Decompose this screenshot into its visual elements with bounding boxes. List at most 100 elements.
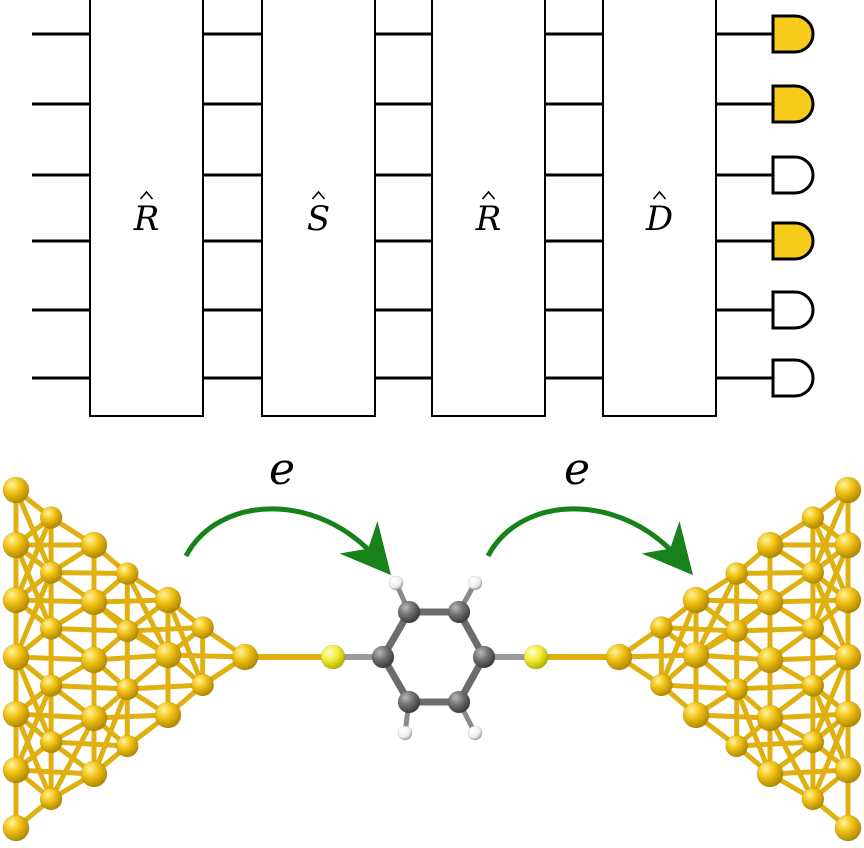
gold-atom bbox=[80, 704, 108, 732]
gold-atom bbox=[39, 787, 63, 811]
gold-atom bbox=[39, 674, 63, 697]
gold-atom bbox=[154, 641, 182, 669]
gold-bond bbox=[13, 515, 54, 603]
gold-atom bbox=[191, 673, 214, 697]
gold-atom bbox=[80, 646, 108, 674]
gold-bond bbox=[734, 570, 816, 576]
gold-atom bbox=[834, 586, 862, 614]
gold-atom bbox=[154, 586, 182, 614]
gold-bond bbox=[124, 625, 206, 634]
gold-atom bbox=[834, 643, 862, 671]
gate-r-3: R bbox=[431, 0, 546, 417]
gold-bond bbox=[124, 682, 206, 692]
gold-bond bbox=[48, 739, 130, 749]
gold-atom bbox=[39, 506, 63, 529]
gold-atom bbox=[725, 734, 749, 758]
gold-atom bbox=[2, 756, 30, 784]
gold-atom bbox=[80, 531, 108, 559]
carbon-atom bbox=[371, 645, 395, 669]
gold-atom bbox=[80, 588, 108, 616]
gold-atom bbox=[2, 531, 30, 559]
atoms bbox=[2, 476, 862, 842]
gold-bond bbox=[767, 654, 851, 663]
gold-atom bbox=[116, 677, 139, 701]
gold-bond bbox=[48, 570, 130, 576]
gold-bond bbox=[48, 626, 130, 634]
electron-transfer-arrow-icon bbox=[183, 506, 392, 576]
bonds bbox=[13, 487, 851, 831]
gold-bond bbox=[91, 686, 130, 777]
gold-atom bbox=[650, 616, 673, 639]
carbon-atom bbox=[447, 690, 471, 714]
gold-atom bbox=[39, 561, 63, 584]
gold-atom bbox=[39, 617, 63, 640]
gold-bond bbox=[767, 767, 851, 777]
gold-atom bbox=[116, 734, 139, 758]
gate-box bbox=[602, 0, 717, 417]
gold-bond bbox=[734, 626, 816, 634]
gold-atom bbox=[2, 814, 30, 842]
gold-atom bbox=[650, 673, 673, 697]
gold-bond bbox=[810, 683, 851, 773]
gold-atom bbox=[834, 531, 862, 559]
gold-atom bbox=[801, 674, 825, 697]
hydrogen-atom bbox=[388, 575, 404, 591]
detector-measured-icon bbox=[771, 221, 815, 261]
gate-box bbox=[431, 0, 546, 417]
carbon-atom bbox=[397, 600, 421, 624]
carbon-atom bbox=[397, 690, 421, 714]
gold-atom bbox=[756, 760, 784, 788]
gold-atom bbox=[682, 641, 710, 669]
gate-box bbox=[261, 0, 376, 417]
operator-hat-icon bbox=[652, 190, 667, 200]
carbon-atom bbox=[447, 600, 471, 624]
gold-bond bbox=[13, 597, 97, 605]
gold-bond bbox=[13, 767, 97, 777]
gold-bond bbox=[658, 682, 740, 692]
gold-bond bbox=[734, 683, 816, 692]
gold-atom bbox=[834, 700, 862, 728]
gold-atom bbox=[80, 760, 108, 788]
gold-bond bbox=[13, 654, 97, 663]
gold-atom bbox=[725, 677, 749, 701]
detector-unmeasured-icon bbox=[771, 155, 815, 195]
gold-bond bbox=[767, 711, 851, 721]
hydrogen-atom bbox=[467, 725, 483, 741]
gold-atom bbox=[801, 787, 825, 811]
detector-measured-icon bbox=[771, 14, 815, 54]
gold-atom bbox=[605, 643, 633, 671]
gold-atom bbox=[834, 814, 862, 842]
gold-atom bbox=[2, 700, 30, 728]
gate-d-4: D bbox=[602, 0, 717, 417]
gate-label: R bbox=[475, 199, 502, 239]
gate-label: S bbox=[307, 199, 330, 239]
gate-r-1: R bbox=[89, 0, 204, 417]
gold-atom bbox=[756, 704, 784, 732]
gold-bond bbox=[810, 515, 851, 603]
gold-bond bbox=[767, 597, 851, 605]
gold-atom bbox=[116, 619, 139, 643]
gold-bond bbox=[13, 683, 54, 773]
detector-unmeasured-icon bbox=[771, 358, 815, 398]
operator-hat-icon bbox=[311, 190, 326, 200]
gold-bond bbox=[13, 570, 54, 660]
gold-bond bbox=[13, 711, 97, 721]
gold-atom bbox=[801, 617, 825, 640]
gold-atom bbox=[116, 562, 139, 585]
operator-hat-icon bbox=[481, 190, 496, 200]
gold-atom bbox=[2, 586, 30, 614]
gold-bond bbox=[734, 686, 773, 777]
carbon-atom bbox=[472, 645, 496, 669]
gold-atom bbox=[801, 561, 825, 584]
electron-label: e bbox=[564, 444, 590, 495]
sulfur-atom bbox=[320, 644, 346, 670]
gold-atom bbox=[725, 619, 749, 643]
hydrogen-atom bbox=[467, 575, 483, 591]
gold-bond bbox=[810, 570, 851, 660]
gold-bond bbox=[734, 739, 816, 749]
gold-atom bbox=[834, 476, 862, 504]
gold-atom bbox=[231, 643, 259, 671]
detector-measured-icon bbox=[771, 84, 815, 124]
